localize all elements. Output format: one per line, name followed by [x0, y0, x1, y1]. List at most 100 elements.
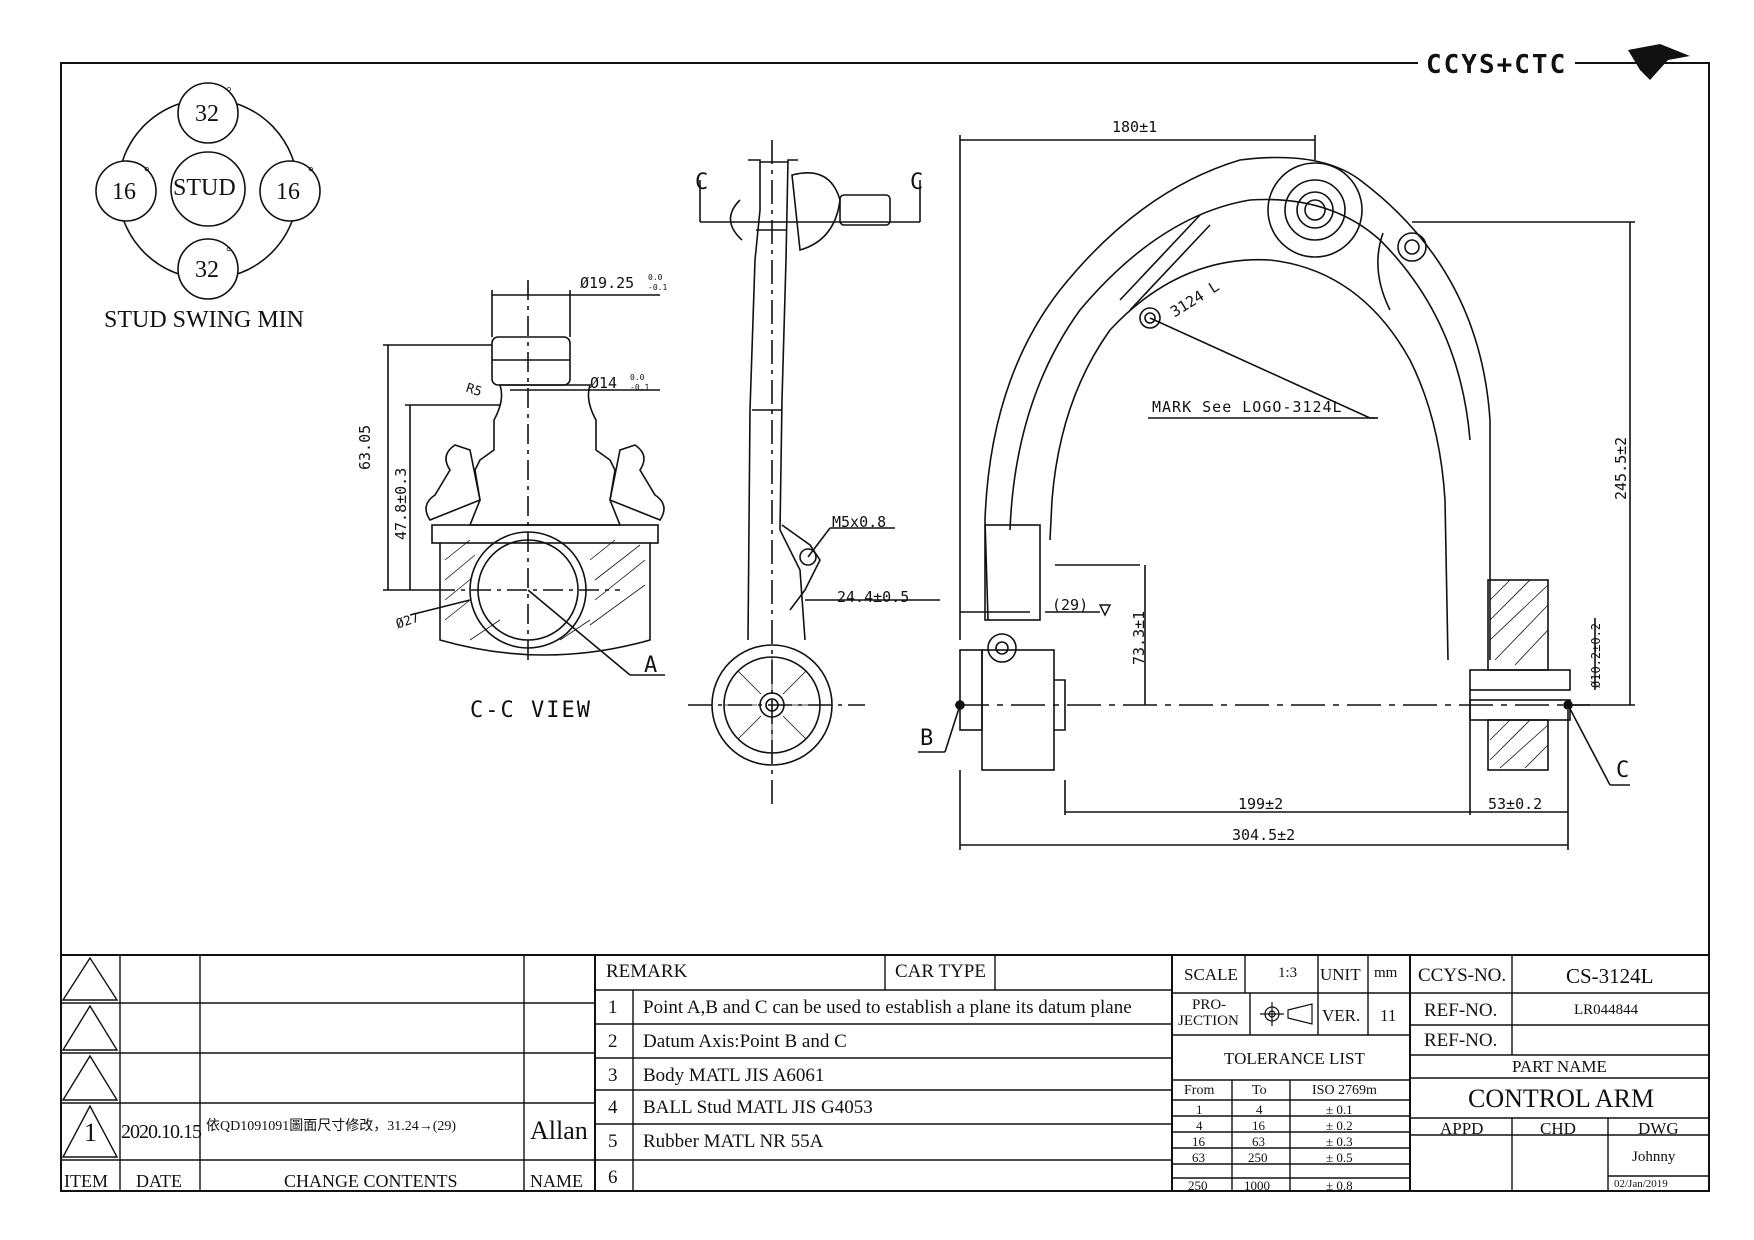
- remark-no-1: 1: [608, 997, 618, 1018]
- tolerance-to: 1000: [1244, 1178, 1270, 1193]
- remark-text-4: BALL Stud MATL JIS G4053: [643, 1097, 873, 1118]
- tolerance-value: ± 0.8: [1326, 1178, 1353, 1193]
- dim-304: 304.5±2: [1232, 826, 1296, 844]
- tolerance-from-header: From: [1184, 1083, 1215, 1098]
- side-view: [688, 140, 940, 810]
- remark-no-6: 6: [608, 1167, 618, 1188]
- tolerance-value: ± 0.5: [1326, 1150, 1353, 1165]
- dwg-label: DWG: [1638, 1119, 1679, 1138]
- dim-head-diameter: Ø19.25: [580, 274, 635, 292]
- drawing-date: 02/Jan/2019: [1614, 1178, 1668, 1190]
- tolerance-from: 63: [1192, 1150, 1205, 1165]
- dim-199: 199±2: [1238, 795, 1284, 813]
- tolerance-iso-header: ISO 2769m: [1312, 1083, 1377, 1098]
- ref-no-2-label: REF-NO.: [1424, 1030, 1498, 1051]
- dim-53: 53±0.2: [1488, 795, 1543, 813]
- remark-no-4: 4: [608, 1097, 618, 1118]
- remark-no-2: 2: [608, 1031, 618, 1052]
- dim-180: 180±1: [1112, 118, 1158, 136]
- revision-header-content: CHANGE CONTENTS: [284, 1171, 458, 1191]
- projection-label-2: JECTION: [1178, 1013, 1239, 1029]
- unit-value: mm: [1374, 965, 1398, 981]
- stud-swing-bottom-circle: [177, 238, 239, 300]
- tolerance-title: TOLERANCE LIST: [1224, 1049, 1365, 1068]
- dim-head-tol-top: 0.0: [648, 273, 663, 282]
- revision-header-date: DATE: [136, 1171, 182, 1191]
- revision-item: 1: [84, 1118, 97, 1147]
- stud-swing-top-degree: °: [226, 85, 232, 100]
- remark-label: REMARK: [606, 961, 688, 982]
- remark-no-3: 3: [608, 1065, 618, 1086]
- tolerance-from: 16: [1192, 1134, 1205, 1149]
- stud-swing-bottom-degree: °: [226, 245, 232, 260]
- point-c-label: C: [1616, 758, 1630, 783]
- stud-swing-right-degree: °: [308, 165, 314, 180]
- ref-no-label: REF-NO.: [1424, 1000, 1498, 1021]
- unit-label: UNIT: [1320, 965, 1361, 984]
- drawer-name: Johnny: [1632, 1149, 1676, 1165]
- dim-neck-tol-top: 0.0: [630, 373, 645, 382]
- remark-no-5: 5: [608, 1131, 618, 1152]
- ref-no-value: LR044844: [1574, 1002, 1639, 1018]
- tolerance-from: 250: [1188, 1178, 1208, 1193]
- tolerance-value: ± 0.1: [1326, 1102, 1353, 1117]
- remark-text-1: Point A,B and C can be used to establish…: [643, 997, 1132, 1018]
- part-name: CONTROL ARM: [1468, 1084, 1655, 1113]
- dim-offset: 24.4±0.5: [837, 588, 910, 606]
- chd-label: CHD: [1540, 1119, 1576, 1138]
- plan-view: [918, 135, 1635, 850]
- revision-content: 依QD1091091圖面尺寸修改，31.24→(29): [206, 1119, 457, 1134]
- scale-label: SCALE: [1184, 965, 1238, 984]
- stud-swing-top: 32: [195, 101, 219, 127]
- revision-name: Allan: [530, 1116, 588, 1145]
- tolerance-from: 4: [1196, 1118, 1203, 1133]
- section-mark-right: C: [910, 170, 924, 195]
- appd-label: APPD: [1440, 1119, 1484, 1138]
- point-b-label: B: [920, 726, 934, 751]
- stud-swing-left: 16: [112, 179, 136, 205]
- datum-triangle-icon: [1098, 604, 1112, 617]
- stud-swing-center-circle: [170, 151, 246, 227]
- dim-neck-diameter: Ø14: [590, 374, 618, 392]
- tolerance-to-header: To: [1252, 1083, 1267, 1098]
- dim-neck-tol-bot: -0.1: [630, 383, 650, 392]
- section-mark-left: C: [695, 170, 709, 195]
- company-logo: CCYS+CTC: [1418, 50, 1576, 80]
- stud-swing-right: 16: [276, 179, 300, 205]
- tolerance-from: 1: [1196, 1102, 1203, 1117]
- dim-head-tol-bot: -0.1: [648, 283, 668, 292]
- tolerance-value: ± 0.2: [1326, 1118, 1353, 1133]
- stud-swing-right-circle: [259, 160, 321, 222]
- tolerance-to: 4: [1256, 1102, 1263, 1117]
- stud-swing-top-circle: [177, 82, 239, 144]
- version-label: VER.: [1322, 1006, 1361, 1025]
- remark-text-2: Datum Axis:Point B and C: [643, 1031, 847, 1052]
- logo-text: CCYS+CTC: [1426, 50, 1568, 80]
- projection-symbol-icon: [1260, 1002, 1313, 1026]
- tolerance-to: 250: [1248, 1150, 1268, 1165]
- dim-29: (29): [1052, 596, 1089, 614]
- revision-date: 2020.10.15: [121, 1121, 202, 1143]
- tolerance-value: ± 0.3: [1326, 1134, 1353, 1149]
- stud-swing-left-degree: °: [144, 165, 150, 180]
- point-a-label: A: [644, 653, 658, 678]
- logo-mark-note: MARK See LOGO-3124L: [1152, 398, 1343, 416]
- thread-spec: M5x0.8: [832, 513, 887, 531]
- revision-header-name: NAME: [530, 1171, 583, 1191]
- cc-view-caption: C-C VIEW: [470, 698, 592, 723]
- remark-text-3: Body MATL JIS A6061: [643, 1065, 825, 1086]
- tolerance-to: 16: [1252, 1118, 1265, 1133]
- remark-text-5: Rubber MATL NR 55A: [643, 1131, 824, 1152]
- revision-header-item: ITEM: [64, 1171, 108, 1191]
- stud-swing-center: STUD: [173, 175, 236, 201]
- ccys-no-label: CCYS-NO.: [1418, 965, 1507, 986]
- stud-swing-bottom: 32: [195, 257, 219, 283]
- projection-label-1: PRO-: [1192, 997, 1227, 1013]
- tolerance-to: 63: [1252, 1134, 1265, 1149]
- ccys-no-value: CS-3124L: [1566, 964, 1654, 988]
- cc-view-section: [383, 280, 665, 676]
- stud-swing-left-circle: [95, 160, 157, 222]
- drawing-frame: [60, 62, 1710, 1192]
